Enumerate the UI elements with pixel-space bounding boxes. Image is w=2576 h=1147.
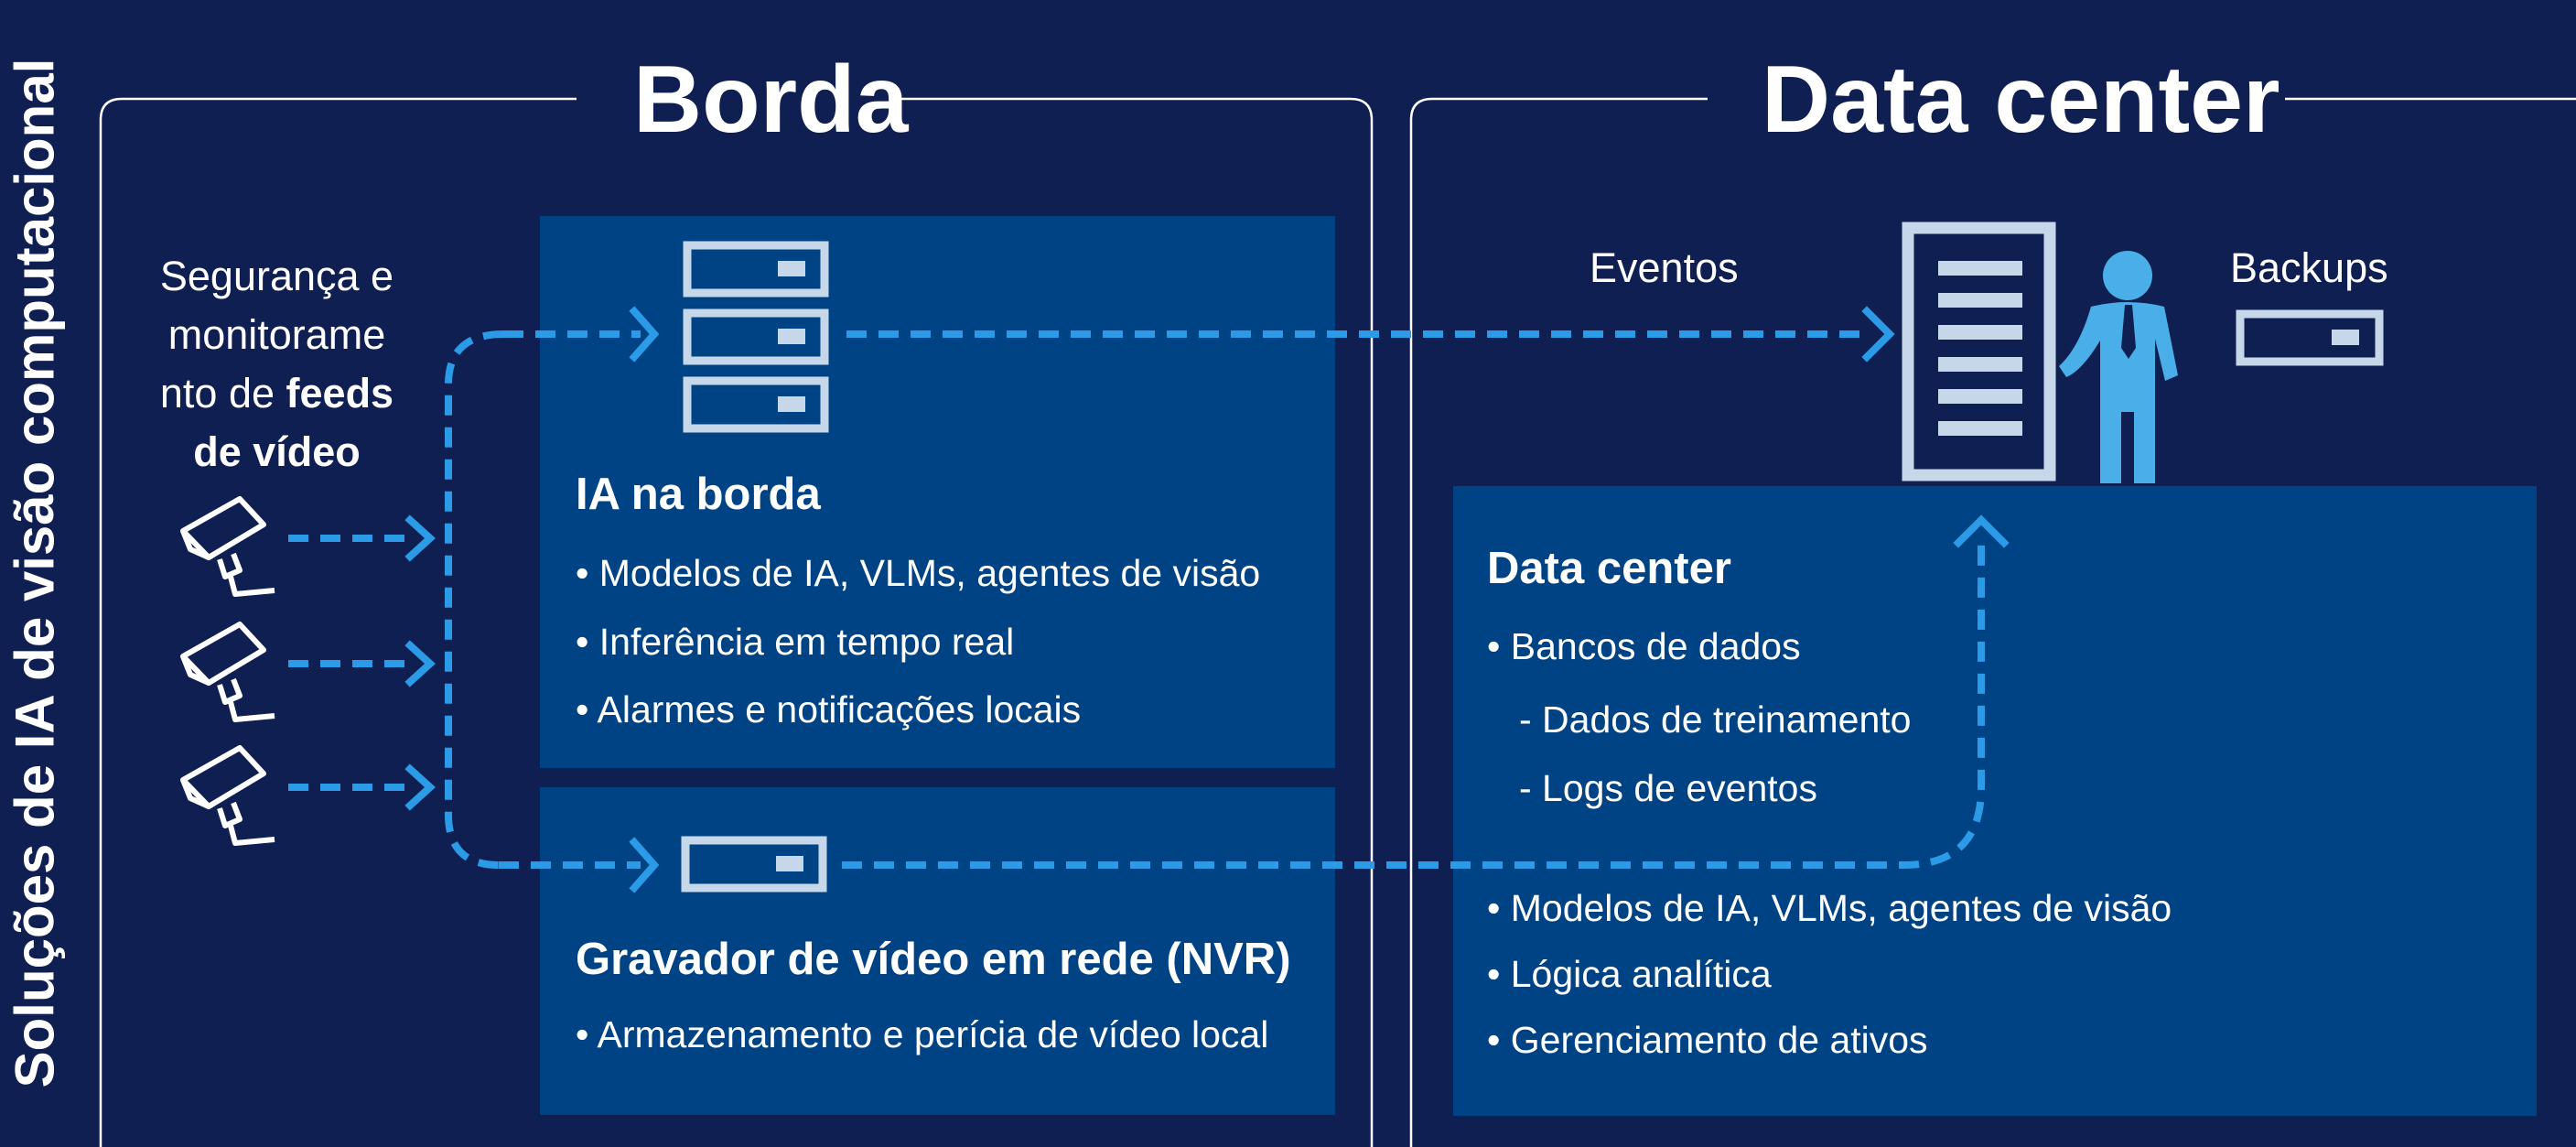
edge-ai-bullet-3: • Alarmes e notificações locais [576,688,1082,730]
edge-section-title: Borda [633,47,909,153]
datacenter-bullet-5: • Lógica analítica [1487,953,1772,995]
nvr-device-icon [681,836,827,893]
nvr-panel [540,787,1335,1115]
edge-ai-bullet-1: • Modelos de IA, VLMs, agentes de visão [576,552,1261,594]
backup-drive-icon [2236,309,2384,366]
datacenter-bullet-4: • Modelos de IA, VLMs, agentes de visão [1487,887,2172,929]
caption-bold-2: de vídeo [193,428,361,475]
arrowhead-nvr [629,837,660,893]
security-camera-icon [180,496,275,846]
datacenter-server-icon [1902,222,2056,482]
datacenter-panel [1453,486,2537,1116]
edge-ai-bullet-2: • Inferência em tempo real [576,621,1015,663]
arrowhead-cam2 [404,640,436,687]
arrowhead-up [1953,514,2010,548]
datacenter-bullet-6: • Gerenciamento de ativos [1487,1019,1928,1061]
datacenter-section-title: Data center [1762,47,2280,153]
datacenter-bullet-2: - Dados de treinamento [1519,698,1912,741]
datacenter-panel-title: Data center [1487,544,1731,593]
arrowhead-server [629,306,660,362]
caption-line-2: monitorame [167,311,386,358]
link-backup [842,540,1985,869]
nvr-bullet-1: • Armazenamento e perícia de vídeo local [576,1013,1269,1055]
edge-ai-title: IA na borda [576,470,821,519]
datacenter-bullet-1: • Bancos de dados [1487,625,1801,667]
person-icon [2059,251,2178,483]
edge-frame [99,97,1374,1147]
arrowhead-datacenter [1861,306,1895,362]
server-rack-icon [683,241,829,433]
edge-ai-panel [540,216,1335,768]
camera-caption: Segurança e monitorame nto de feeds de v… [124,247,430,482]
nvr-title: Gravador de vídeo em rede (NVR) [576,935,1291,984]
caption-line-1: Segurança e [159,253,394,299]
events-label: Eventos [1590,244,1739,291]
datacenter-frame [1409,97,2576,1147]
arrowhead-cam1 [404,514,436,562]
backups-label: Backups [2230,244,2388,291]
caption-line-3: nto de [159,370,275,417]
arrowhead-cam3 [404,763,436,811]
caption-bold-1: feeds [286,370,394,417]
datacenter-bullet-3: - Logs de eventos [1519,767,1817,809]
side-title: Soluções de IA de visão computacional [4,58,66,1088]
camera-bus [445,330,504,869]
